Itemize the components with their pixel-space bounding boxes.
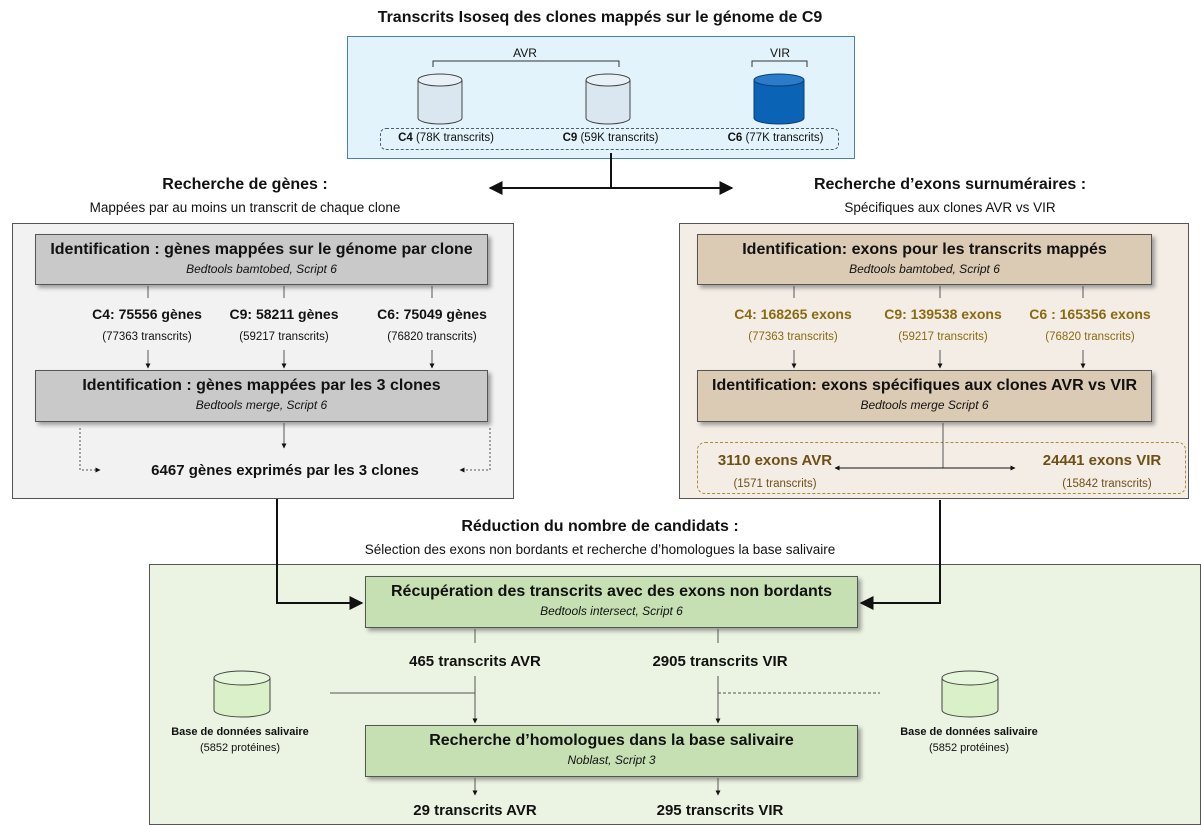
right-heading: Recherche d’exons surnuméraires : — [813, 176, 1087, 193]
clone-code-c6: C6 — [727, 132, 743, 144]
top-title: Transcrits Isoseq des clones mappés sur … — [377, 9, 823, 26]
left-box2-subtitle: Bedtools merge, Script 6 — [195, 398, 328, 412]
database-icon-salivaire-right — [941, 670, 999, 718]
bottom-vir-count: 2905 transcrits VIR — [652, 653, 788, 670]
db-left-sub: (5852 protéines) — [199, 742, 281, 754]
database-icon-salivaire-left — [213, 670, 271, 718]
database-icon-c6 — [753, 73, 805, 125]
clones-dashed-box — [380, 128, 839, 150]
clone-label-c6: C6 (77K transcrits) — [713, 132, 838, 144]
clone-desc-c4: (78K transcrits) — [415, 132, 494, 144]
right-box-identification-exons: Identification: exons pour les transcrit… — [697, 234, 1152, 285]
left-count-c6-sub: (76820 transcrits) — [387, 331, 477, 343]
bottom-box2-title: Recherche d’homologues dans la base sali… — [429, 732, 794, 749]
clone-label-c9: C9 (59K transcrits) — [548, 132, 673, 144]
bottom-panel-connectors — [330, 629, 880, 796]
left-heading: Recherche de gènes : — [162, 176, 328, 193]
bottom-subheading: Sélection des exons non bordants et rech… — [364, 542, 836, 557]
clone-desc-c9: (59K transcrits) — [580, 132, 659, 144]
top-split-connector — [488, 153, 734, 195]
db-left-label: Base de données salivaire — [171, 726, 309, 738]
right-avr-vir-dashed-box — [697, 442, 1186, 494]
right-count-c4-sub: (77363 transcrits) — [748, 331, 838, 343]
right-panel-connectors — [791, 286, 1086, 468]
bracket-vir-label: VIR — [769, 46, 790, 60]
bottom-final-avr: 29 transcrits AVR — [413, 802, 537, 819]
left-to-bottom-connector — [276, 499, 364, 610]
right-avr-exons: 3110 exons AVR — [717, 452, 833, 469]
database-icon-c4 — [417, 73, 463, 125]
right-box1-title: Identification: exons pour les transcrit… — [742, 241, 1107, 258]
right-box2-title: Identification: exons spécifiques aux cl… — [712, 377, 1137, 394]
left-box1-subtitle: Bedtools bamtobed, Script 6 — [186, 262, 337, 276]
right-box-exons-specific: Identification: exons spécifiques aux cl… — [697, 370, 1152, 422]
right-box2-subtitle: Bedtools merge Script 6 — [860, 398, 989, 412]
clone-desc-c6: (77K transcrits) — [745, 132, 824, 144]
bottom-box-recuperation: Récupération des transcrits avec des exo… — [365, 576, 858, 628]
right-count-c9: C9: 139538 exons — [884, 306, 1002, 322]
bottom-box1-title: Récupération des transcrits avec des exo… — [390, 583, 833, 600]
right-count-c4: C4: 168265 exons — [734, 306, 852, 322]
left-count-c4: C4: 75556 gènes — [92, 306, 202, 322]
right-avr-exons-sub: (1571 transcrits) — [733, 478, 817, 490]
left-box2-title: Identification : gènes mappées par les 3… — [82, 377, 441, 394]
right-vir-exons-sub: (15842 transcrits) — [1062, 478, 1152, 490]
bracket-avr — [432, 60, 620, 67]
left-box1-title: Identification : gènes mappées sur le gé… — [50, 241, 473, 258]
left-box-genes-3-clones: Identification : gènes mappées par les 3… — [35, 370, 488, 422]
right-subheading: Spécifiques aux clones AVR vs VIR — [844, 200, 1056, 215]
right-count-c6-sub: (76820 transcrits) — [1045, 331, 1135, 343]
left-subheading: Mappées par au moins un transcrit de cha… — [89, 200, 401, 215]
left-panel-connectors — [79, 286, 491, 473]
clone-label-c4: C4 (78K transcrits) — [386, 132, 506, 144]
right-box1-subtitle: Bedtools bamtobed, Script 6 — [849, 262, 1000, 276]
left-count-c9: C9: 58211 gènes — [229, 306, 339, 322]
db-right-label: Base de données salivaire — [900, 726, 1038, 738]
right-vir-exons: 24441 exons VIR — [1042, 452, 1162, 469]
bottom-final-vir: 295 transcrits VIR — [656, 802, 784, 819]
bracket-vir — [751, 60, 808, 67]
left-box-identification-genes: Identification : gènes mappées sur le gé… — [35, 234, 488, 285]
database-icon-c9 — [585, 73, 631, 125]
bottom-box2-subtitle: Noblast, Script 3 — [567, 753, 656, 767]
bottom-box1-subtitle: Bedtools intersect, Script 6 — [540, 604, 683, 618]
left-count-c6: C6: 75049 gènes — [377, 306, 487, 322]
right-count-c9-sub: (59217 transcrits) — [898, 331, 988, 343]
clone-code-c9: C9 — [562, 132, 578, 144]
bracket-avr-label: AVR — [513, 46, 537, 60]
right-count-c6: C6 : 165356 exons — [1029, 306, 1151, 322]
bottom-avr-count: 465 transcrits AVR — [409, 653, 541, 670]
left-count-c9-sub: (59217 transcrits) — [239, 331, 329, 343]
clone-code-c4: C4 — [398, 132, 413, 144]
left-result: 6467 gènes exprimés par les 3 clones — [151, 462, 419, 479]
bottom-heading: Réduction du nombre de candidats : — [461, 518, 739, 535]
bottom-box-homologues: Recherche d’homologues dans la base sali… — [365, 725, 858, 777]
db-right-sub: (5852 protéines) — [928, 742, 1010, 754]
right-to-bottom-connector — [859, 500, 941, 610]
left-count-c4-sub: (77363 transcrits) — [102, 331, 192, 343]
